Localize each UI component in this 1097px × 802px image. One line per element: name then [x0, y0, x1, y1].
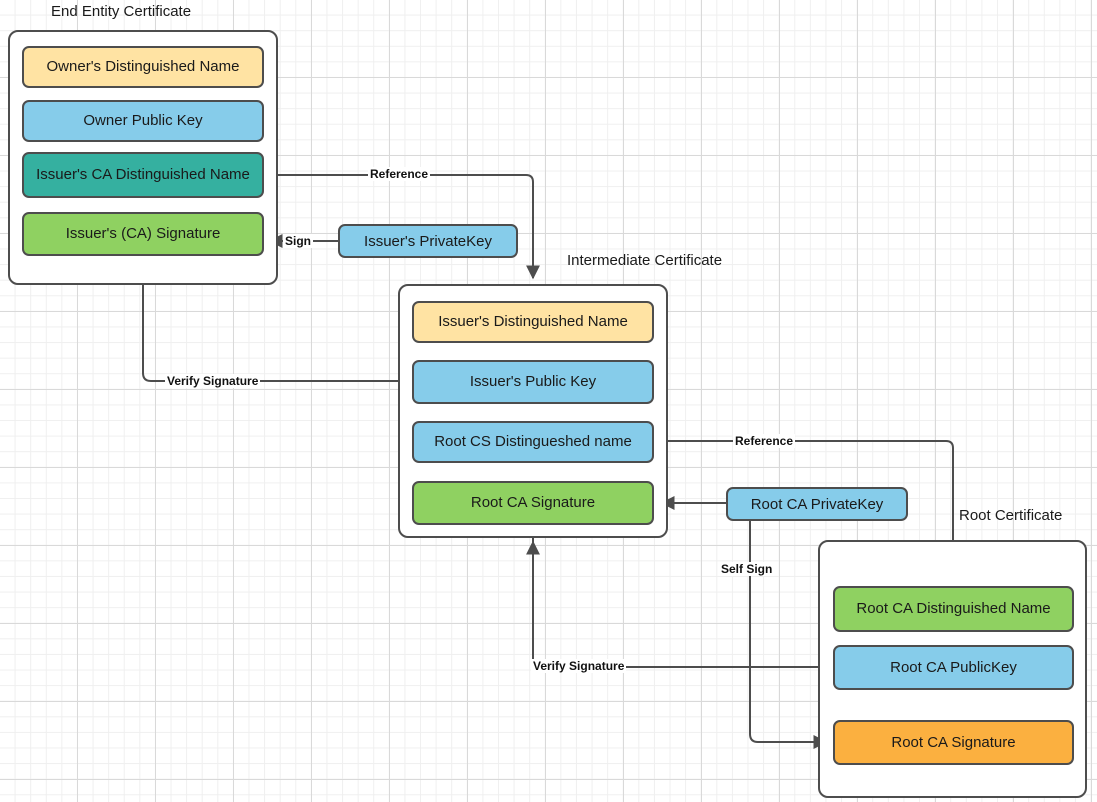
edge-label-verify-signature-intermediate: Verify Signature [531, 659, 627, 673]
edge-label-reference-intermediate-to-root: Reference [733, 434, 796, 448]
wire-reference-end-to-intermediate [278, 174, 540, 280]
wire-verify-signature-intermediate [526, 540, 833, 668]
cert-title-end-entity: End Entity Certificate [51, 3, 192, 20]
cert-title-intermediate: Intermediate Certificate [567, 252, 723, 269]
wire-reference-intermediate-to-root [654, 440, 960, 584]
wire-verify-signature-end-entity [136, 260, 412, 382]
field-root-ca-signature-root[interactable]: Root CA Signature [833, 720, 1074, 765]
edge-label-verify-signature-end-entity: Verify Signature [165, 374, 261, 388]
edge-label-reference-end-to-intermediate: Reference [368, 167, 431, 181]
field-owner-distinguished-name[interactable]: Owner's Distinguished Name [22, 46, 264, 88]
field-issuer-distinguished-name[interactable]: Issuer's Distinguished Name [412, 301, 654, 343]
field-issuers-ca-signature[interactable]: Issuer's (CA) Signature [22, 212, 264, 256]
edge-label-self-sign-root: Self Sign [719, 562, 775, 576]
wire-self-sign-root [749, 520, 828, 749]
field-issuers-public-key[interactable]: Issuer's Public Key [412, 360, 654, 404]
field-root-ca-public-key[interactable]: Root CA PublicKey [833, 645, 1074, 690]
cert-title-root: Root Certificate [959, 507, 1063, 524]
field-root-cs-distingueshed-name[interactable]: Root CS Distingueshed name [412, 421, 654, 463]
edge-label-sign-end-entity: Sign [283, 234, 313, 248]
field-root-ca-signature-intermediate[interactable]: Root CA Signature [412, 481, 654, 525]
field-owner-public-key[interactable]: Owner Public Key [22, 100, 264, 142]
key-issuers-private-key[interactable]: Issuer's PrivateKey [338, 224, 518, 258]
field-root-ca-distinguished-name[interactable]: Root CA Distinguished Name [833, 586, 1074, 632]
key-root-ca-private-key[interactable]: Root CA PrivateKey [726, 487, 908, 521]
field-issuer-ca-distinguished-name[interactable]: Issuer's CA Distinguished Name [22, 152, 264, 198]
